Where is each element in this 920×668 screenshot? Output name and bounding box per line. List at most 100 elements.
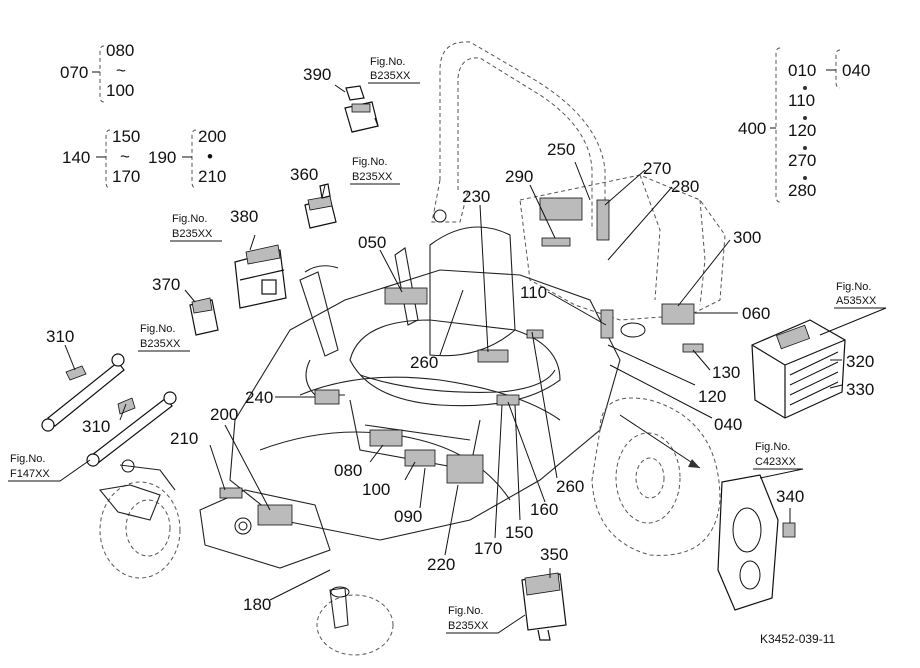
fig-ref-panel: Fig.No. C423XX (753, 441, 804, 479)
decal-300 (661, 303, 695, 325)
fig-label: Fig.No. (172, 213, 207, 225)
fig-label: Fig.No. (370, 56, 405, 68)
group-separator: ~ (120, 147, 130, 166)
callout-390: 390 (303, 65, 331, 84)
decal-160 (496, 394, 520, 406)
part-350 (521, 572, 567, 641)
callout-330: 330 (846, 380, 874, 399)
group-400: 400 010 040 110 120 270 280 (738, 61, 870, 200)
decal-230 (477, 349, 509, 363)
decal-080 (369, 429, 403, 447)
decal-240 (314, 389, 340, 405)
fig-ref-360: Fig.No. B235XX (350, 156, 400, 185)
decal-130 (682, 343, 704, 353)
group-item: 270 (788, 151, 816, 170)
callout-340: 340 (776, 487, 804, 506)
fig-number: A535XX (836, 295, 877, 307)
decal-patches (219, 197, 704, 526)
callout-170: 170 (474, 539, 502, 558)
fuel-cap (620, 322, 646, 338)
callout-310-b: 310 (82, 417, 110, 436)
part-370 (189, 297, 219, 336)
fig-label: Fig.No. (448, 605, 483, 617)
callout-180: 180 (243, 595, 271, 614)
group-parent: 140 (62, 148, 90, 167)
control-levers (299, 247, 419, 396)
callout-090: 090 (394, 507, 422, 526)
fig-ref-370: Fig.No. B235XX (138, 323, 190, 352)
callout-290: 290 (505, 167, 533, 186)
drawing-code: K3452-039-11 (760, 632, 835, 646)
callout-080: 080 (334, 461, 362, 480)
part-rear-panel (619, 414, 796, 611)
part-390 (344, 85, 379, 133)
fig-label: Fig.No. (836, 281, 871, 293)
group-branch: 040 (842, 61, 870, 80)
decal-090 (404, 449, 436, 467)
decal-200 (257, 504, 293, 526)
group-070: 070 080 ~ 100 (60, 41, 134, 100)
callout-220: 220 (427, 555, 455, 574)
callout-100: 100 (362, 480, 390, 499)
front-caster-left (98, 459, 181, 579)
group-top: 080 (106, 41, 134, 60)
fig-ref-350: Fig.No. B235XX (446, 605, 526, 634)
callout-210: 210 (170, 429, 198, 448)
callout-320: 320 (846, 352, 874, 371)
callout-360: 360 (290, 165, 318, 184)
callout-370: 370 (152, 275, 180, 294)
group-top: 150 (112, 127, 140, 146)
mower-illustration (98, 41, 726, 656)
rops-frame (431, 41, 606, 230)
group-bottom: 170 (112, 167, 140, 186)
decal-210 (219, 487, 243, 499)
group-brackets (92, 45, 841, 203)
decal-110 (600, 309, 614, 339)
callout-240: 240 (245, 388, 273, 407)
callout-200: 200 (210, 405, 238, 424)
group-parent: 070 (60, 63, 88, 82)
group-item: 120 (788, 121, 816, 140)
callout-230: 230 (462, 187, 490, 206)
group-190: 190 200 • 210 (148, 127, 226, 186)
front-caster-right (316, 586, 394, 656)
callout-270: 270 (643, 159, 671, 178)
callout-150: 150 (505, 523, 533, 542)
decal-250 (539, 197, 583, 221)
group-parent: 400 (738, 119, 766, 138)
part-battery (751, 319, 846, 419)
part-380 (234, 244, 287, 309)
callout-060: 060 (742, 304, 770, 323)
fig-ref-390: Fig.No. B235XX (368, 56, 420, 84)
group-140: 140 150 ~ 170 (62, 127, 140, 186)
leader-lines (64, 84, 843, 601)
callout-050: 050 (358, 233, 386, 252)
seat (349, 226, 561, 407)
fig-number: C423XX (755, 456, 797, 468)
fig-number: B235XX (448, 620, 489, 632)
decal-270 (596, 199, 610, 241)
fig-label: Fig.No. (352, 156, 387, 168)
callout-260-a: 260 (410, 353, 438, 372)
fig-ref-shaft: Fig.No. F147XX (8, 453, 91, 482)
group-top: 200 (198, 127, 226, 146)
callout-350: 350 (540, 545, 568, 564)
group-item: 280 (788, 181, 816, 200)
callout-040: 040 (714, 415, 742, 434)
group-parent: 190 (148, 148, 176, 167)
decal-260 (526, 329, 544, 339)
callout-130: 130 (712, 363, 740, 382)
decal-220 (446, 454, 484, 484)
callout-260-b: 260 (556, 477, 584, 496)
group-item: 110 (788, 91, 815, 110)
fig-number: F147XX (10, 468, 50, 480)
group-separator: ~ (116, 61, 126, 80)
decal-050 (384, 287, 428, 305)
fig-number: B235XX (172, 228, 213, 240)
rear-tire (591, 397, 721, 556)
fig-ref-battery: Fig.No. A535XX (819, 281, 887, 336)
callout-380: 380 (230, 207, 258, 226)
group-separator: • (207, 147, 213, 166)
callout-160: 160 (530, 500, 558, 519)
